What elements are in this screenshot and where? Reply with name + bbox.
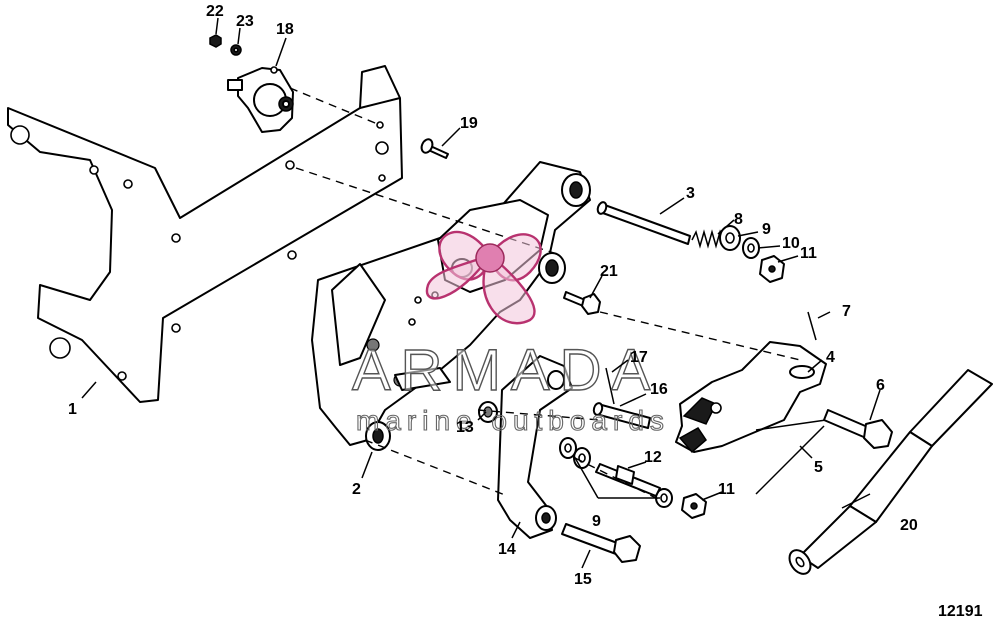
nut-11-lower bbox=[681, 493, 707, 519]
callout-15: 15 bbox=[574, 571, 592, 588]
link-arm bbox=[497, 355, 573, 539]
callout-14: 14 bbox=[498, 541, 516, 558]
rod-5 bbox=[755, 419, 827, 495]
callout-22: 22 bbox=[206, 3, 224, 20]
nut-11-upper bbox=[759, 255, 785, 283]
callout-13: 13 bbox=[456, 419, 474, 436]
figure-number: 12191 bbox=[938, 603, 983, 620]
watermark-brand: ARMADA bbox=[352, 338, 660, 403]
washer-9-lower-a bbox=[559, 437, 577, 459]
callout-12: 12 bbox=[644, 449, 662, 466]
watermark-tagline: marine outboards bbox=[356, 405, 670, 436]
stud-bolt-12 bbox=[595, 463, 661, 497]
spacer-13 bbox=[478, 401, 498, 423]
callout-9-upper: 9 bbox=[762, 221, 771, 238]
callout-7: 7 bbox=[842, 303, 851, 320]
spring-8 bbox=[691, 229, 725, 249]
callout-10: 10 bbox=[782, 235, 800, 252]
watermark-logo bbox=[425, 230, 542, 325]
bolt-6 bbox=[823, 409, 893, 449]
screw-19 bbox=[420, 138, 449, 159]
washer-9-upper bbox=[719, 225, 741, 251]
callout-8: 8 bbox=[734, 211, 743, 228]
shift-cam bbox=[675, 341, 827, 454]
callout-19: 19 bbox=[460, 115, 478, 132]
callout-6: 6 bbox=[876, 377, 885, 394]
callout-11-lower: 11 bbox=[718, 481, 735, 498]
callout-20: 20 bbox=[900, 517, 918, 534]
callout-17: 17 bbox=[630, 349, 648, 366]
callout-leaders bbox=[81, 17, 881, 569]
shift-cable-assembly bbox=[788, 369, 993, 575]
callout-labels: 1 2 3 4 5 6 7 8 9 9 10 11 11 12 13 14 15… bbox=[68, 3, 918, 588]
pin-16 bbox=[592, 402, 651, 429]
long-bolt-3 bbox=[596, 201, 691, 245]
bolt-15 bbox=[561, 523, 641, 563]
washer-10 bbox=[742, 237, 760, 259]
sensor-switch bbox=[227, 66, 294, 133]
cotter-pin-7 bbox=[807, 311, 817, 341]
callout-3: 3 bbox=[686, 185, 695, 202]
callout-18: 18 bbox=[276, 21, 294, 38]
callout-16: 16 bbox=[650, 381, 668, 398]
bolt-21 bbox=[563, 291, 601, 315]
callout-9-lower: 9 bbox=[592, 513, 601, 530]
cotter-pin-17 bbox=[605, 367, 615, 405]
small-nut bbox=[209, 34, 222, 48]
mounting-bracket bbox=[7, 65, 403, 403]
callout-21: 21 bbox=[600, 263, 618, 280]
callout-1: 1 bbox=[68, 401, 77, 418]
callout-23: 23 bbox=[236, 13, 254, 30]
small-washer bbox=[230, 44, 242, 56]
callout-5: 5 bbox=[814, 459, 823, 476]
callout-4: 4 bbox=[826, 349, 835, 366]
callout-11-upper: 11 bbox=[800, 245, 817, 262]
callout-2: 2 bbox=[352, 481, 361, 498]
